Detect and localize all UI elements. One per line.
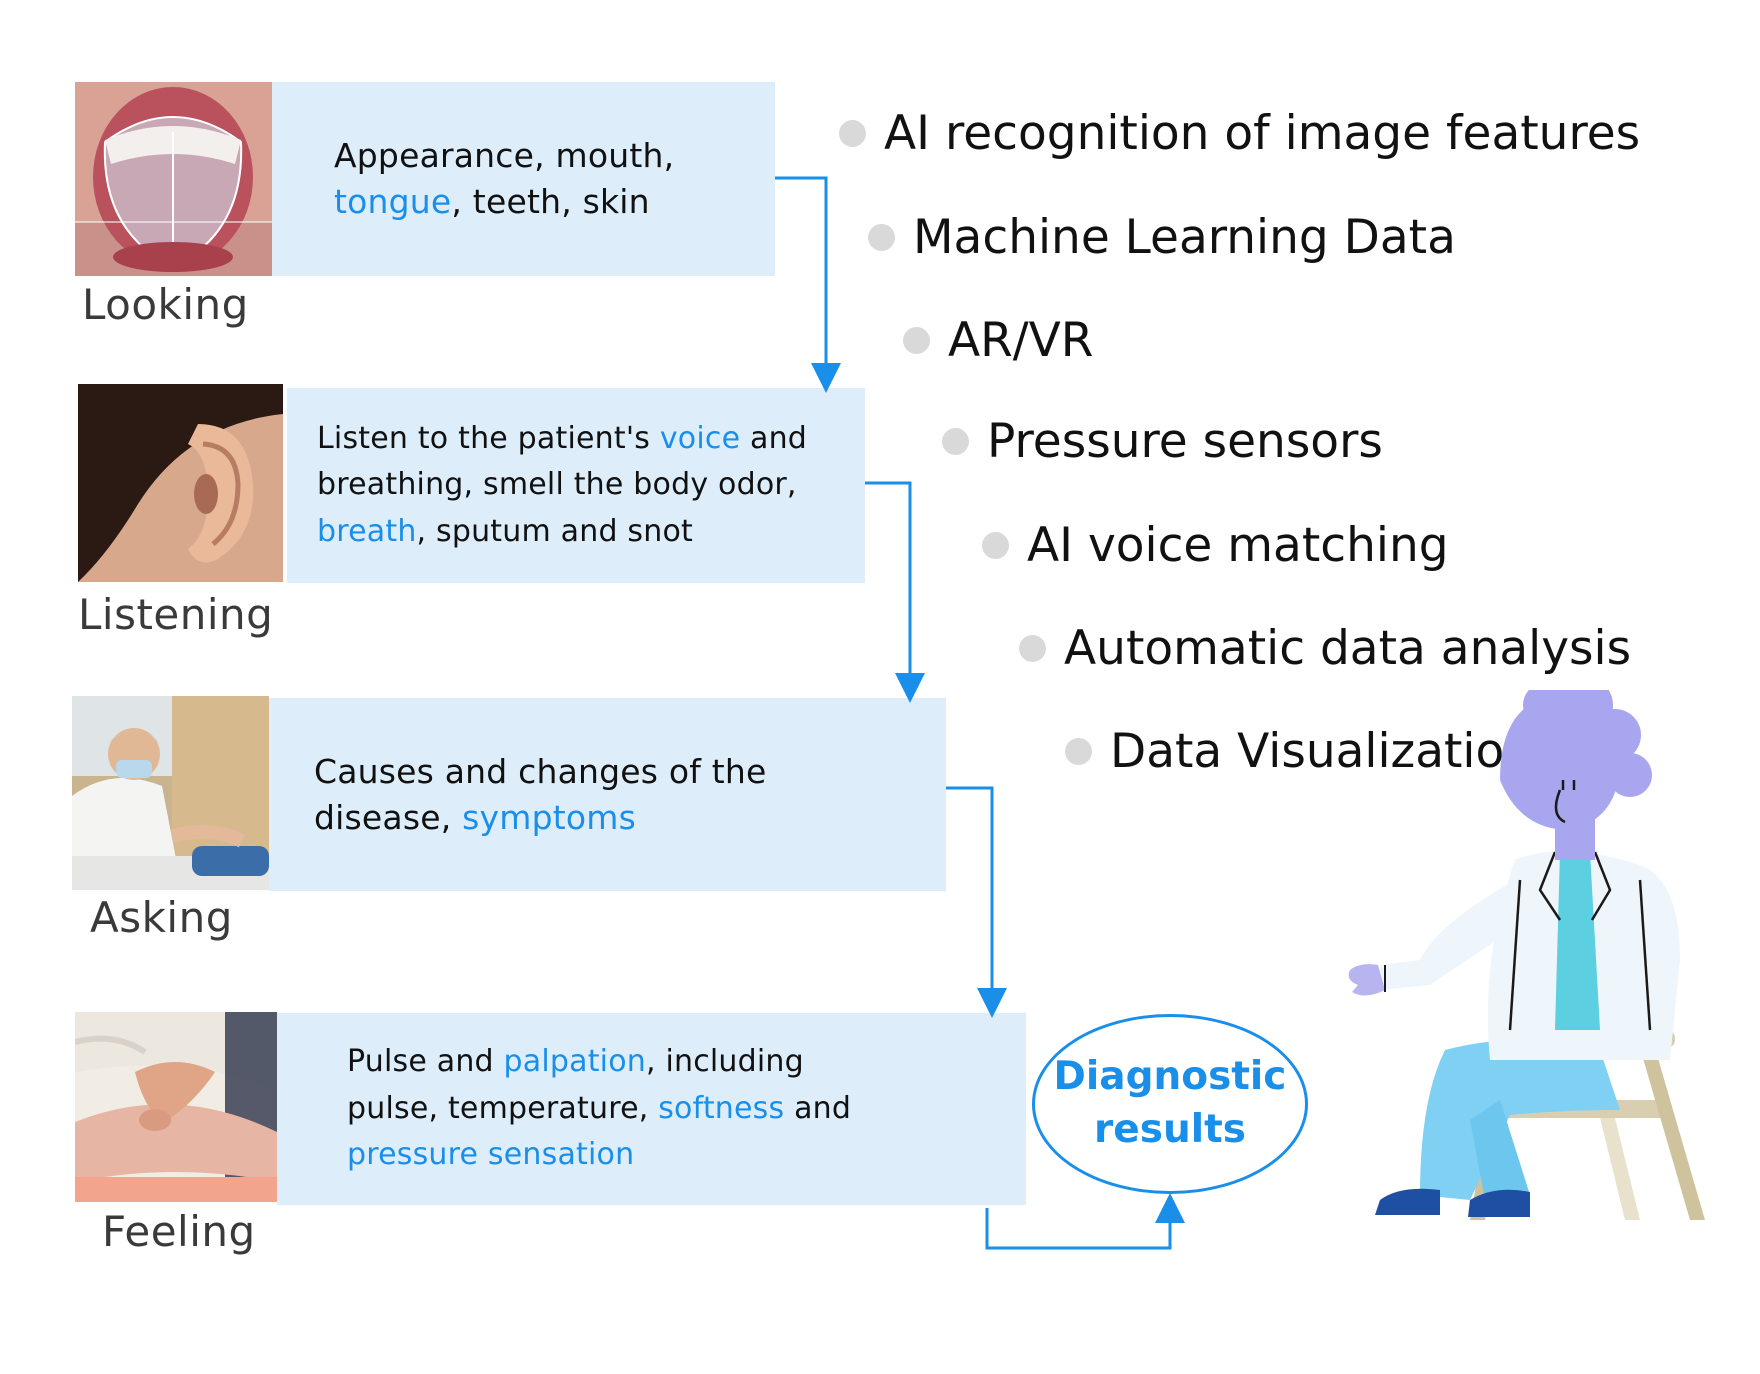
description-text: Causes and changes of the disease, [314,751,767,837]
step-description-asking: Causes and changes of the disease, sympt… [314,749,834,840]
bullet-dot-icon [839,120,866,147]
highlighted-term: breath [317,513,417,549]
tech-label: AR/VR [948,313,1094,368]
highlighted-term: pressure sensation [347,1137,635,1173]
bullet-dot-icon [1019,635,1046,662]
ear-photo [78,384,283,582]
tech-item: Pressure sensors [942,414,1383,469]
step-box-looking: Appearance, mouth, tongue, teeth, skin [272,82,775,276]
connector-feeling-to-result [985,1193,1185,1250]
highlighted-term: palpation [503,1044,646,1080]
step-box-listening: Listen to the patient's voice and breath… [287,388,865,583]
diagnostic-results-node: Diagnostic results [1032,1014,1308,1194]
description-text: Appearance, mouth, [334,136,675,176]
tech-label: Machine Learning Data [913,210,1456,265]
description-text: Listen to the patient's [317,420,660,456]
tech-item: AI voice matching [982,518,1449,573]
highlighted-term: softness [658,1090,785,1126]
tech-label: Automatic data analysis [1064,621,1632,676]
highlighted-term: symptoms [462,797,636,837]
step-label-feeling: Feeling [102,1207,256,1256]
tongue-photo [75,82,272,276]
step-description-feeling: Pulse and palpation, including pulse, te… [347,1039,867,1179]
description-text: and breathing, smell the body odor, [317,420,808,503]
tech-label: Pressure sensors [987,414,1383,469]
seated-doctor-illustration [1348,690,1705,1220]
connector-listening-to-asking [865,481,925,703]
step-description-listening: Listen to the patient's voice and breath… [317,416,857,556]
bullet-dot-icon [1065,738,1092,765]
step-label-asking: Asking [90,893,233,942]
bullet-dot-icon [903,327,930,354]
bullet-dot-icon [868,224,895,251]
connector-looking-to-listening [775,176,841,393]
bullet-dot-icon [982,532,1009,559]
highlighted-term: voice [659,420,741,456]
doctor-consultation-photo [72,696,269,890]
tech-item: Data Visualization [1065,724,1534,779]
connector-asking-to-feeling [946,786,1007,1018]
bullet-dot-icon [942,428,969,455]
description-text: Pulse and [347,1044,504,1080]
diagnostic-results-label: Diagnostic results [1053,1054,1287,1152]
description-text: , including pulse, temperature, [347,1044,804,1126]
step-label-listening: Listening [78,590,274,639]
highlighted-term: tongue [334,182,452,221]
tech-label: AI voice matching [1027,518,1449,573]
description-text: , sputum and snot [416,513,693,549]
step-box-asking: Causes and changes of the disease, sympt… [269,698,946,891]
tech-label: Data Visualization [1110,724,1535,779]
abdominal-palpation-photo [75,1012,277,1202]
step-label-looking: Looking [82,280,249,329]
tech-item: Automatic data analysis [1019,621,1631,676]
description-text: , teeth, skin [451,182,650,221]
tech-label: AI recognition of image features [884,106,1641,161]
tech-item: AI recognition of image features [839,106,1640,161]
description-text: and [784,1090,852,1126]
tech-item: Machine Learning Data [868,210,1456,265]
step-box-feeling: Pulse and palpation, including pulse, te… [277,1013,1026,1205]
step-description-looking: Appearance, mouth, tongue, teeth, skin [334,133,734,224]
tech-item: AR/VR [903,313,1093,368]
